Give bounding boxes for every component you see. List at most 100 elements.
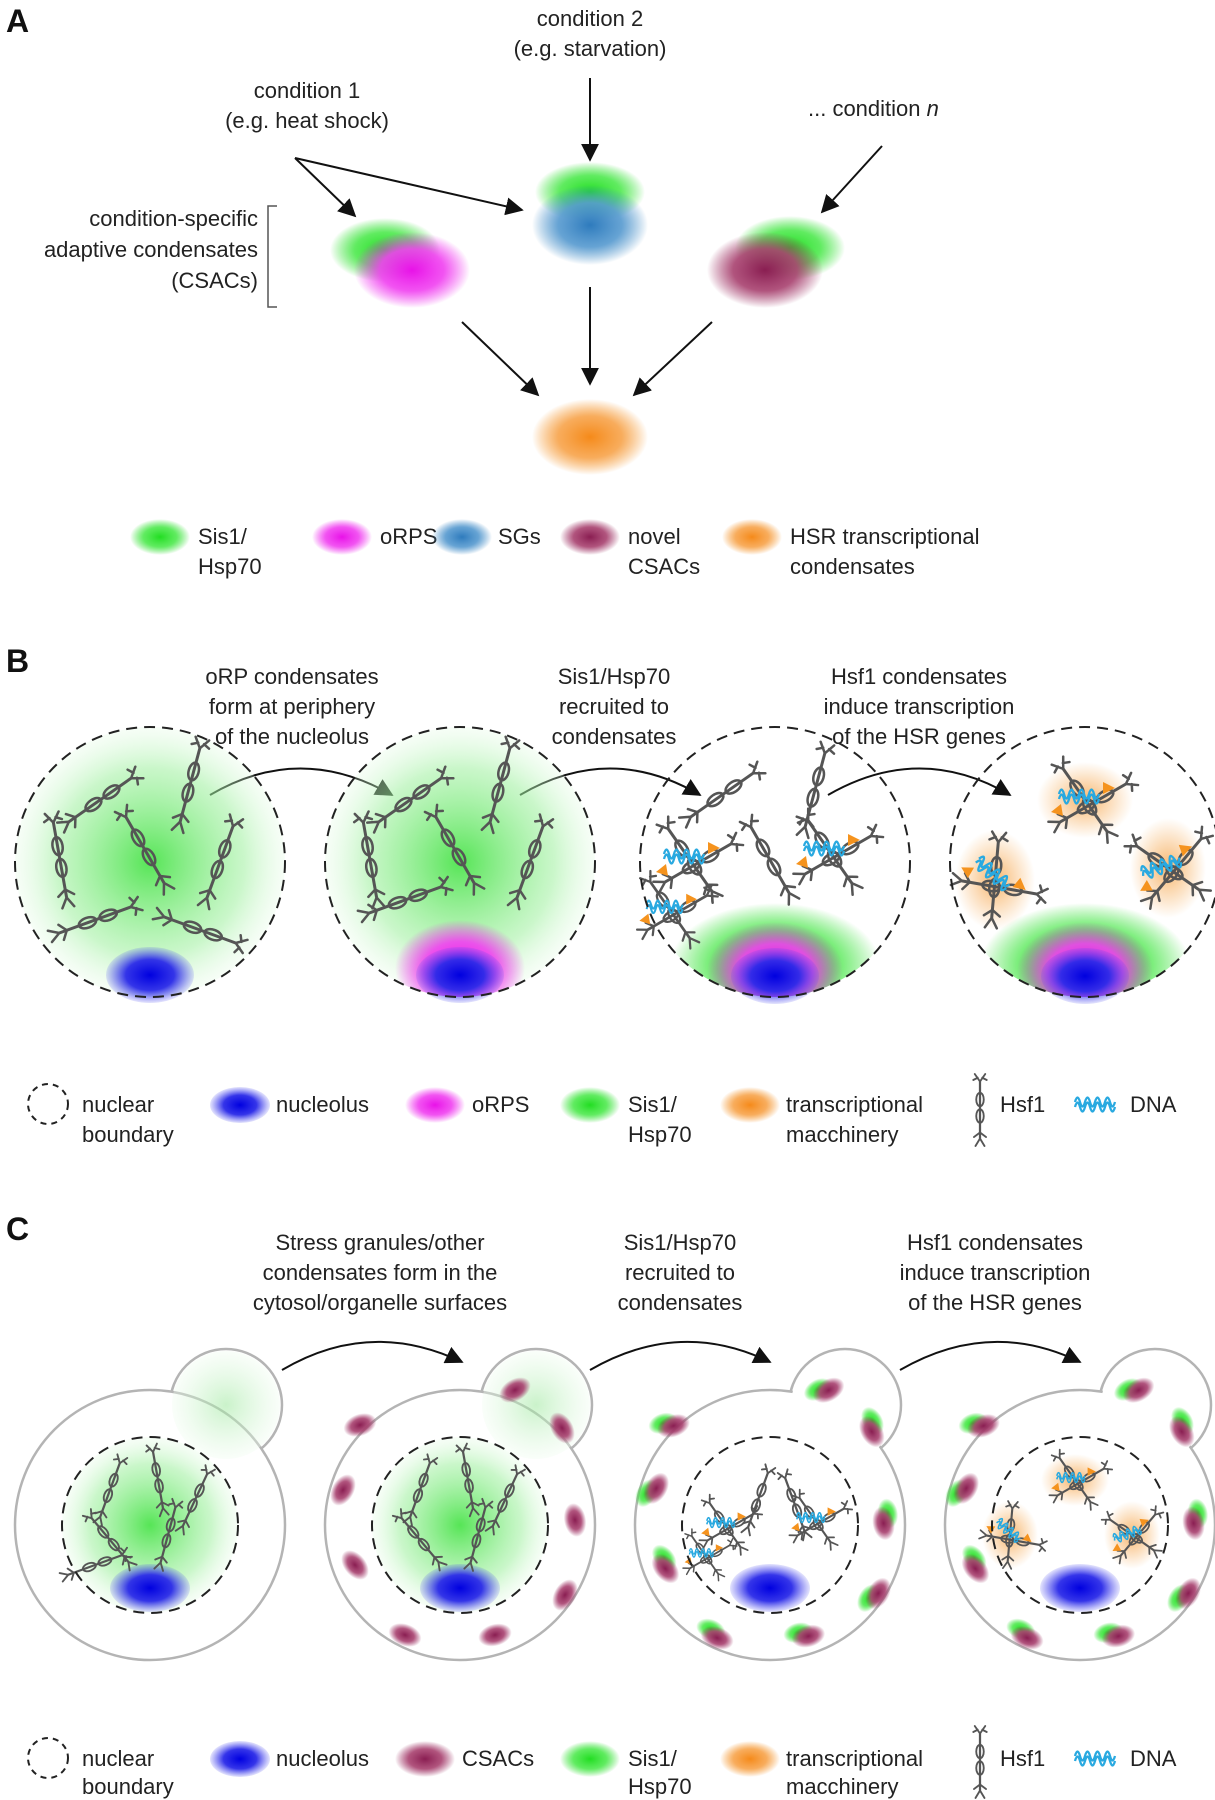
b-nucleolus-2 <box>416 947 504 1003</box>
c-nuclear-boundary-3 <box>681 1436 859 1614</box>
legend-a-swatch-hsr <box>722 519 782 555</box>
legend-a-sis1-line1: Sis1/ <box>198 524 248 549</box>
csac-label-line1: condition-specific <box>89 206 258 231</box>
legend-c-dna-icon <box>1073 1750 1117 1767</box>
b-step2-line1: Sis1/Hsp70 <box>558 664 671 689</box>
arrow-cond1-right <box>294 157 524 216</box>
c-step1-line2: condensates form in the <box>263 1260 498 1285</box>
legend-a-swatch-novel <box>560 519 620 555</box>
csac-label-line2: adaptive condensates <box>44 237 258 262</box>
legend-c-sis1-line1: Sis1/ <box>628 1746 678 1771</box>
legend-b-dna: DNA <box>1130 1092 1177 1117</box>
c-nuclear-boundary-1 <box>61 1436 239 1614</box>
c-nucleoplasm-2 <box>372 1437 548 1613</box>
b-arrow-3 <box>827 767 1012 796</box>
legend-c-csacs-swatch <box>395 1741 455 1777</box>
legend-b-transcription-line2: macchinery <box>786 1122 898 1147</box>
legend-c-hsf1-icon <box>972 1724 988 1800</box>
c-step2-line3: condensates <box>618 1290 743 1315</box>
legend-a-novel-line2: CSACs <box>628 554 700 579</box>
b-step3-line1: Hsf1 condensates <box>831 664 1007 689</box>
condition-2-example: (e.g. starvation) <box>514 36 667 61</box>
b-nucleus-1 <box>14 726 286 1003</box>
legend-a-hsr-line2: condensates <box>790 554 915 579</box>
b-nucleolus-4 <box>1041 948 1129 1004</box>
c-arrow-3 <box>899 1340 1082 1371</box>
b-step1-line1: oRP condensates <box>205 664 378 689</box>
panel-b-letter: B <box>6 643 29 679</box>
legend-b-transcription-line1: transcriptional <box>786 1092 923 1117</box>
legend-b-sis1-line2: Hsp70 <box>628 1122 692 1147</box>
c-step3-line3: of the HSR genes <box>908 1290 1082 1315</box>
b-nuclear-boundary-4 <box>949 726 1215 998</box>
c-nuclear-boundary-2 <box>371 1436 549 1614</box>
c-step3-line2: induce transcription <box>900 1260 1091 1285</box>
legend-c-transcription-swatch <box>720 1741 780 1777</box>
c-step1-line1: Stress granules/other <box>275 1230 484 1255</box>
csac-bracket <box>267 205 277 308</box>
legend-b-orps: oRPS <box>472 1092 529 1117</box>
legend-b-nucleolus: nucleolus <box>276 1092 369 1117</box>
b-step2-line3: condensates <box>552 724 677 749</box>
panel-c: C Stress granules/other condensates form… <box>6 1211 1215 1800</box>
b-nucleoplasm-1 <box>15 727 285 997</box>
legend-b-transcription-swatch <box>720 1087 780 1123</box>
b-nuclear-boundary-1 <box>14 726 286 998</box>
c-arrow-1 <box>281 1340 464 1371</box>
arrow-left-to-hsr <box>461 321 540 397</box>
c-nuclear-boundary-4 <box>991 1436 1169 1614</box>
legend-c-nucleolus-swatch <box>210 1741 270 1777</box>
legend-a-swatch-sgs <box>432 519 492 555</box>
legend-b-sis1-line1: Sis1/ <box>628 1092 678 1117</box>
csac-novel <box>707 216 845 308</box>
b-nucleoplasm-2 <box>325 727 595 997</box>
legend-c-boundary-line2: boundary <box>82 1774 174 1799</box>
panel-b: B oRP condensates form at periphery of t… <box>6 643 1215 1148</box>
b-nucleolus-3 <box>731 948 819 1004</box>
c-nucleolus-2 <box>420 1564 500 1612</box>
condition-n-label: ... condition n <box>808 96 939 121</box>
c-nucleolus-3 <box>730 1564 810 1612</box>
b-step3-line3: of the HSR genes <box>832 724 1006 749</box>
legend-c-transcription-line2: macchinery <box>786 1774 898 1799</box>
b-step1-line2: form at periphery <box>209 694 375 719</box>
arrow-condn <box>820 145 883 214</box>
legend-c-boundary-line1: nuclear <box>82 1746 154 1771</box>
b-nucleus-3 <box>636 726 911 1004</box>
legend-c: nuclear boundary nucleolus CSACs Sis1/ H… <box>27 1724 1177 1800</box>
c-cell-4 <box>940 1347 1215 1662</box>
condition-1-label: condition 1 <box>254 78 360 103</box>
b-nucleus-4 <box>937 726 1215 1004</box>
legend-b-hsf1: Hsf1 <box>1000 1092 1045 1117</box>
c-nucleolus-1 <box>110 1564 190 1612</box>
csac-starvation <box>532 162 648 265</box>
legend-c-sis1-swatch <box>560 1741 620 1777</box>
legend-a-novel-line1: novel <box>628 524 681 549</box>
legend-c-hsf1: Hsf1 <box>1000 1746 1045 1771</box>
legend-b-orps-swatch <box>405 1087 465 1123</box>
c-nucleoplasm-1 <box>62 1437 238 1613</box>
legend-a-orps: oRPS <box>380 524 437 549</box>
c-nucleolus-4 <box>1040 1564 1120 1612</box>
c-step3-line1: Hsf1 condensates <box>907 1230 1083 1255</box>
c-cell-2 <box>323 1347 597 1662</box>
legend-c-nucleolus: nucleolus <box>276 1746 369 1771</box>
legend-a-sis1-line2: Hsp70 <box>198 554 262 579</box>
b-step3-line2: induce transcription <box>824 694 1015 719</box>
condition-n-prefix: ... condition <box>808 96 927 121</box>
b-nucleolus-1 <box>106 947 194 1003</box>
legend-a-swatch-sis1 <box>130 519 190 555</box>
c-hsf1-condensates-4 <box>970 1449 1179 1583</box>
legend-a-hsr-line1: HSR transcriptional <box>790 524 980 549</box>
legend-c-sis1-line2: Hsp70 <box>628 1774 692 1799</box>
legend-b-boundary-line1: nuclear <box>82 1092 154 1117</box>
b-nuclear-boundary-3 <box>639 726 911 998</box>
condition-n-variable: n <box>927 96 939 121</box>
legend-b-sis1-swatch <box>560 1087 620 1123</box>
b-step1-line3: of the nucleolus <box>215 724 369 749</box>
legend-b-hsf1-icon <box>972 1072 988 1148</box>
c-cell-1 <box>13 1347 287 1662</box>
legend-c-transcription-line1: transcriptional <box>786 1746 923 1771</box>
b-hsf1-condensates-4 <box>937 756 1215 949</box>
